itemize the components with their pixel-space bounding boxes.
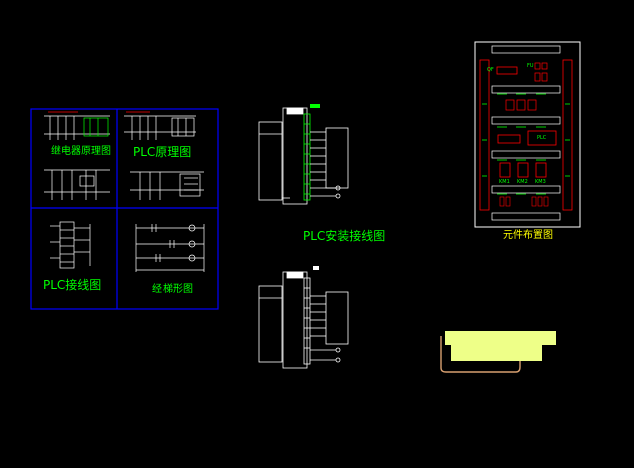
ladder-label: 梯形图 xyxy=(163,284,193,295)
plc-schematic-thumbnail xyxy=(124,111,204,200)
layout-tag-km2: KM2 xyxy=(517,179,528,185)
relay-schematic-thumbnail xyxy=(44,111,110,200)
plc-install-wiring-diagram-1 xyxy=(258,104,349,205)
layout-tag-qf: QF xyxy=(487,67,494,73)
relay-schematic-label: 继电器原理图 xyxy=(51,146,111,157)
layout-tag-km1: KM1 xyxy=(499,179,510,185)
plc-schematic-label: PLC原理图 xyxy=(133,145,192,159)
plc-install-wiring-label: PLC安装接线图 xyxy=(303,229,386,243)
layout-tag-km3: KM3 xyxy=(535,179,546,185)
component-layout-label: 元件布置图 xyxy=(503,230,553,241)
component-layout-panel xyxy=(474,41,581,228)
layout-tag-plc: PLC xyxy=(537,135,547,141)
ladder-diagram-thumbnail xyxy=(135,224,205,272)
layout-tag-fu: FU xyxy=(527,63,534,69)
plc-install-wiring-diagram-2 xyxy=(258,266,349,369)
callout-note xyxy=(440,331,556,373)
ladder-prefix-label: 经 xyxy=(152,284,162,295)
drawing-index-frame xyxy=(30,108,219,310)
plc-wiring-thumbnail xyxy=(50,221,91,269)
plc-wiring-label: PLC接线图 xyxy=(43,278,102,292)
